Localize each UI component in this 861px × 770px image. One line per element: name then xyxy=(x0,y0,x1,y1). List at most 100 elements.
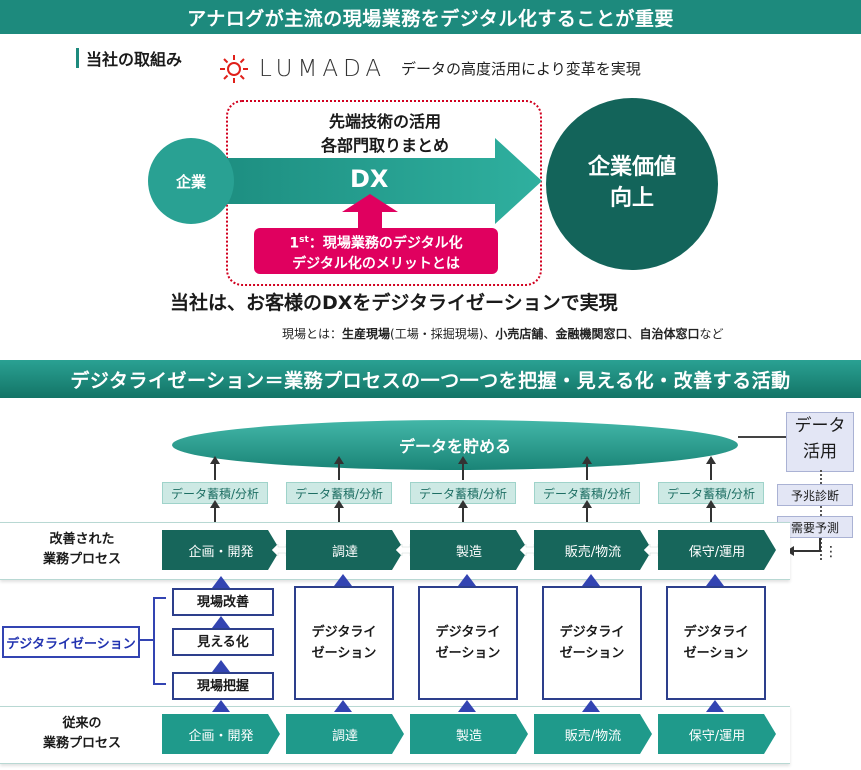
note-item-4: 自治体窓口 xyxy=(639,327,700,341)
digitalization-box: デジタライゼーション xyxy=(542,586,642,700)
legacy-label-1: 従来の xyxy=(62,716,102,731)
up-triangle-icon xyxy=(458,574,476,586)
value-circle: 企業価値 向上 xyxy=(546,98,718,270)
return-arrow-icon xyxy=(786,538,821,556)
up-triangle-icon xyxy=(706,574,724,586)
lumada-logo: LUMADA xyxy=(259,56,387,82)
value-line-2: 向上 xyxy=(609,186,654,211)
up-arrow-line xyxy=(710,504,712,526)
data-store: データを貯める xyxy=(172,420,738,470)
top-banner: アナログが主流の現場業務をデジタル化することが重要 xyxy=(0,0,861,34)
up-triangle-icon xyxy=(212,660,230,672)
note-suffix: など xyxy=(699,327,724,341)
process-step: 製造 xyxy=(410,714,528,754)
digitalization-box-line-1: デジタライ xyxy=(559,625,625,640)
first-line1-text: ：現場業務のデジタル化 xyxy=(308,235,463,252)
up-triangle-icon xyxy=(212,576,230,588)
first-step-line-1: 1st：現場業務のデジタル化 xyxy=(254,230,498,254)
up-arrow-head-icon xyxy=(458,500,468,508)
digitalization-box-line-1: デジタライ xyxy=(311,625,377,640)
lumada-description: データの高度活用により変革を実現 xyxy=(401,60,641,78)
tech-line-1: 先端技術の活用 xyxy=(328,112,441,131)
up-triangle-icon xyxy=(212,700,230,712)
side-item-0: 予兆診断 xyxy=(777,484,853,506)
legacy-label-2: 業務プロセス xyxy=(42,736,121,751)
note-item-1: 生産現場 xyxy=(342,327,391,341)
up-arrow-head-icon xyxy=(582,456,592,464)
lumada-sun-icon xyxy=(220,55,248,83)
digitalization-box-line-1: デジタライ xyxy=(435,625,501,640)
digitalization-label: デジタライゼーション xyxy=(2,626,140,658)
process-step: 販売/物流 xyxy=(534,714,652,754)
accumulate-label: データ蓄積/分析 xyxy=(162,482,268,504)
data-use-line-1: データ xyxy=(794,416,846,436)
up-triangle-icon xyxy=(582,574,600,586)
main-statement: 当社は、お客様のDXをデジタライゼーションで実現 xyxy=(170,292,618,314)
step-box: 現場改善 xyxy=(172,588,274,616)
up-arrow-head-icon xyxy=(334,456,344,464)
up-arrow-head-icon xyxy=(458,456,468,464)
store-connector xyxy=(738,436,786,438)
up-triangle-icon xyxy=(582,700,600,712)
up-arrow-head-icon xyxy=(210,456,220,464)
digitalization-box: デジタライゼーション xyxy=(418,586,518,700)
initiative-label: 当社の取組み xyxy=(86,50,183,69)
up-arrow-line xyxy=(586,462,588,480)
bottom-banner: デジタライゼーション＝業務プロセスの一つ一つを把握・見える化・改善する活動 xyxy=(0,360,861,398)
data-use-line-2: 活用 xyxy=(803,442,837,462)
section-marker xyxy=(76,48,79,68)
data-store-label: データを貯める xyxy=(398,437,511,456)
up-triangle-icon xyxy=(334,574,352,586)
up-arrow-head-icon xyxy=(210,500,220,508)
up-arrow-line xyxy=(338,504,340,526)
side-item-2: ⋮ xyxy=(824,544,838,560)
tech-line-2: 各部門取りまとめ xyxy=(320,136,449,155)
process-step: 企画・開発 xyxy=(162,714,280,754)
data-use-box: データ 活用 xyxy=(786,412,854,472)
accumulate-label: データ蓄積/分析 xyxy=(410,482,516,504)
note-item-1-detail: (工場・採掘現場)、 xyxy=(390,327,496,341)
process-step: 保守/運用 xyxy=(658,530,776,570)
process-step: 企画・開発 xyxy=(162,530,280,570)
dx-arrow xyxy=(200,138,542,224)
data-use-dotted-line xyxy=(820,470,823,560)
first-step-box: 1st：現場業務のデジタル化 デジタル化のメリットとは xyxy=(254,228,498,274)
process-step: 製造 xyxy=(410,530,528,570)
digitalization-box-line-2: ゼーション xyxy=(311,646,377,661)
up-arrow-line xyxy=(710,462,712,480)
first-sup: st xyxy=(299,235,309,245)
accumulate-label: データ蓄積/分析 xyxy=(658,482,764,504)
up-triangle-icon xyxy=(458,700,476,712)
note-item-2: 小売店舗 xyxy=(495,327,544,341)
step-box: 現場把握 xyxy=(172,672,274,700)
up-arrow-line xyxy=(214,504,216,526)
dx-label: DX xyxy=(350,165,389,193)
company-circle: 企業 xyxy=(148,138,234,224)
note-prefix: 現場とは： xyxy=(282,327,343,341)
process-step: 保守/運用 xyxy=(658,714,776,754)
up-arrow-head-icon xyxy=(706,456,716,464)
up-arrow-head-icon xyxy=(582,500,592,508)
note-item-3: 金融機関窓口 xyxy=(555,327,628,341)
step-box: 見える化 xyxy=(172,628,274,656)
up-arrow-line xyxy=(214,462,216,480)
digitalization-box-line-2: ゼーション xyxy=(683,646,749,661)
up-arrow-line xyxy=(462,462,464,480)
digitalization-box: デジタライゼーション xyxy=(666,586,766,700)
process-step: 調達 xyxy=(286,530,404,570)
note-sep-3: 、 xyxy=(627,327,640,341)
first-step-line-2: デジタル化のメリットとは xyxy=(292,255,460,272)
process-step: 販売/物流 xyxy=(534,530,652,570)
digitalization-box: デジタライゼーション xyxy=(294,586,394,700)
value-line-1: 企業価値 xyxy=(587,155,676,181)
up-arrow-line xyxy=(586,504,588,526)
digitalization-box-line-2: ゼーション xyxy=(435,646,501,661)
improved-row-label: 改善された 業務プロセス xyxy=(22,530,142,570)
process-step: 調達 xyxy=(286,714,404,754)
note-sep-2: 、 xyxy=(543,327,556,341)
up-arrow-line xyxy=(338,462,340,480)
up-arrow-icon xyxy=(342,194,398,230)
digitalization-box-line-2: ゼーション xyxy=(559,646,625,661)
up-arrow-head-icon xyxy=(706,500,716,508)
up-triangle-icon xyxy=(334,700,352,712)
